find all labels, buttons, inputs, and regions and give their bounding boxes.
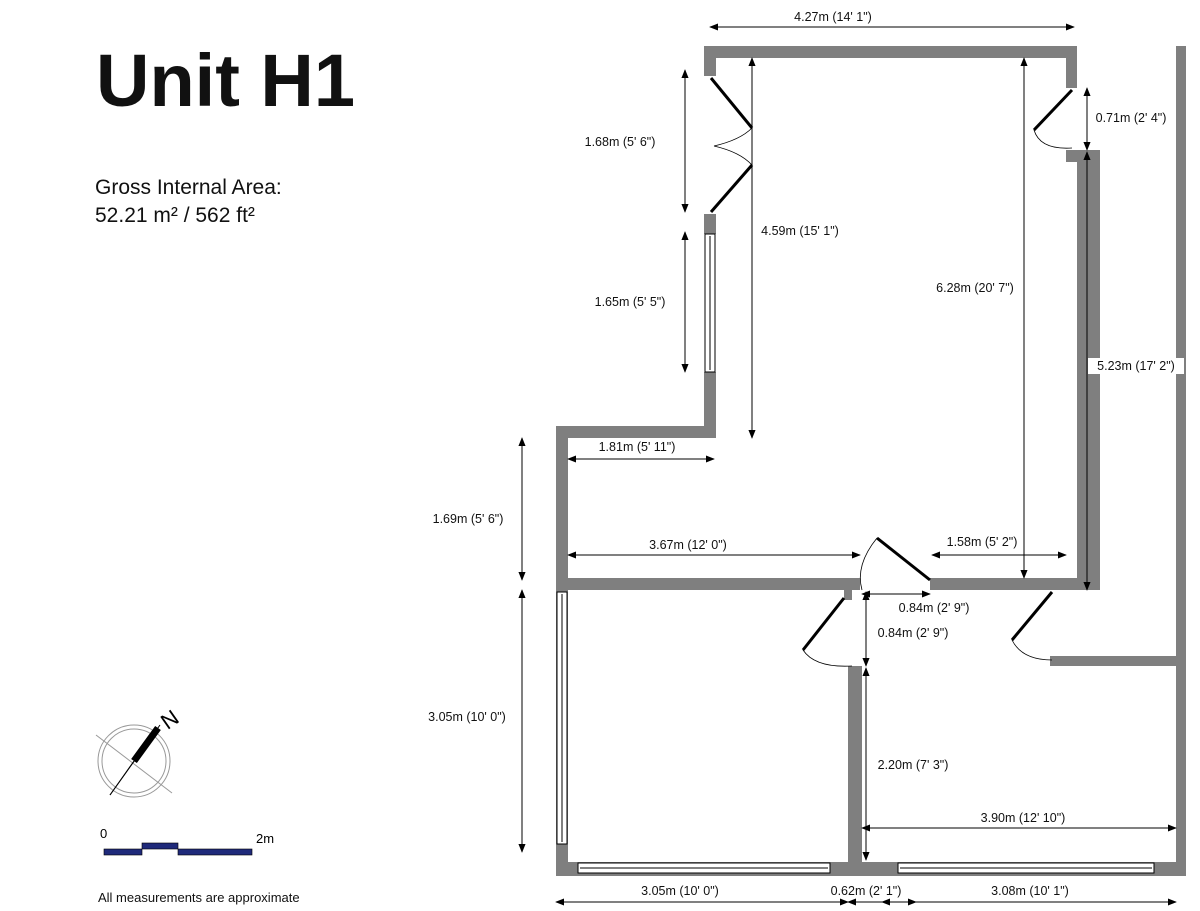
dim-step-width: 1.81m (5' 11") (599, 440, 676, 454)
dim-door-height: 0.84m (2' 9") (878, 626, 949, 640)
door-partition (859, 536, 931, 591)
scale-end-label: 2m (256, 831, 274, 846)
wall-step-top (556, 426, 716, 438)
dim-mid-height: 6.28m (20' 7") (936, 281, 1014, 295)
double-door-left (709, 77, 754, 213)
dim-right-height: 5.23m (17' 2") (1097, 359, 1175, 373)
compass-ring-outer (97, 724, 171, 798)
dim-bottom-mid: 0.62m (2' 1") (831, 884, 902, 898)
wall-right-a (1066, 46, 1077, 88)
wall-center-lower (848, 666, 862, 876)
dimension-lines: 4.27m (14' 1") 1.68m (5' 6") 1.65m (5' 5… (428, 8, 1184, 906)
dim-door-width: 0.84m (2' 9") (899, 601, 970, 615)
wall-right-mid (1066, 150, 1100, 162)
windows (556, 233, 1155, 874)
dim-left-door: 1.68m (5' 6") (585, 135, 656, 149)
walls (556, 46, 1186, 876)
doors (709, 77, 1074, 667)
wall-partition-right (930, 578, 1100, 590)
compass-needle (131, 725, 161, 764)
dim-top-width: 4.27m (14' 1") (794, 10, 872, 24)
dim-right-door: 0.71m (2' 4") (1096, 111, 1167, 125)
compass-ring-inner (101, 728, 167, 794)
door-upper-right (1032, 88, 1074, 149)
wall-upper-left-c (704, 372, 716, 438)
dim-bottom-right: 3.08m (10' 1") (991, 884, 1069, 898)
gross-internal-area-value: 52.21 m² / 562 ft² (95, 204, 255, 227)
compass: N (95, 705, 183, 798)
dim-bottom-left: 3.05m (10' 0") (641, 884, 719, 898)
scale-bar: 0 2m (100, 826, 274, 856)
dim-lower-mid-height: 2.20m (7' 3") (878, 758, 949, 772)
gross-internal-area-label: Gross Internal Area: (95, 176, 282, 199)
plan-title: Unit H1 (96, 39, 355, 122)
wall-upper-left-a (704, 46, 716, 76)
dim-lower-right-width: 3.90m (12' 10") (981, 811, 1066, 825)
dim-step-height: 1.69m (5' 6") (433, 512, 504, 526)
dim-partition-left: 3.67m (12' 0") (649, 538, 727, 552)
wall-far-right (1176, 46, 1186, 876)
wall-partition-left (556, 578, 860, 590)
measurement-note: All measurements are approximate (98, 890, 300, 905)
dim-lower-left-height: 3.05m (10' 0") (428, 710, 506, 724)
door-lower-left (801, 597, 853, 667)
dim-partition-right: 1.58m (5' 2") (947, 535, 1018, 549)
scale-start-label: 0 (100, 826, 107, 841)
wall-center-stub (844, 590, 852, 600)
wall-upper-left-b (704, 214, 716, 234)
wall-top (704, 46, 1077, 58)
dim-upper-height: 4.59m (15' 1") (761, 224, 839, 238)
wall-left-upper (556, 426, 568, 590)
wall-corridor-top (1050, 656, 1186, 666)
door-lower-right (1010, 591, 1054, 661)
dim-left-window: 1.65m (5' 5") (595, 295, 666, 309)
